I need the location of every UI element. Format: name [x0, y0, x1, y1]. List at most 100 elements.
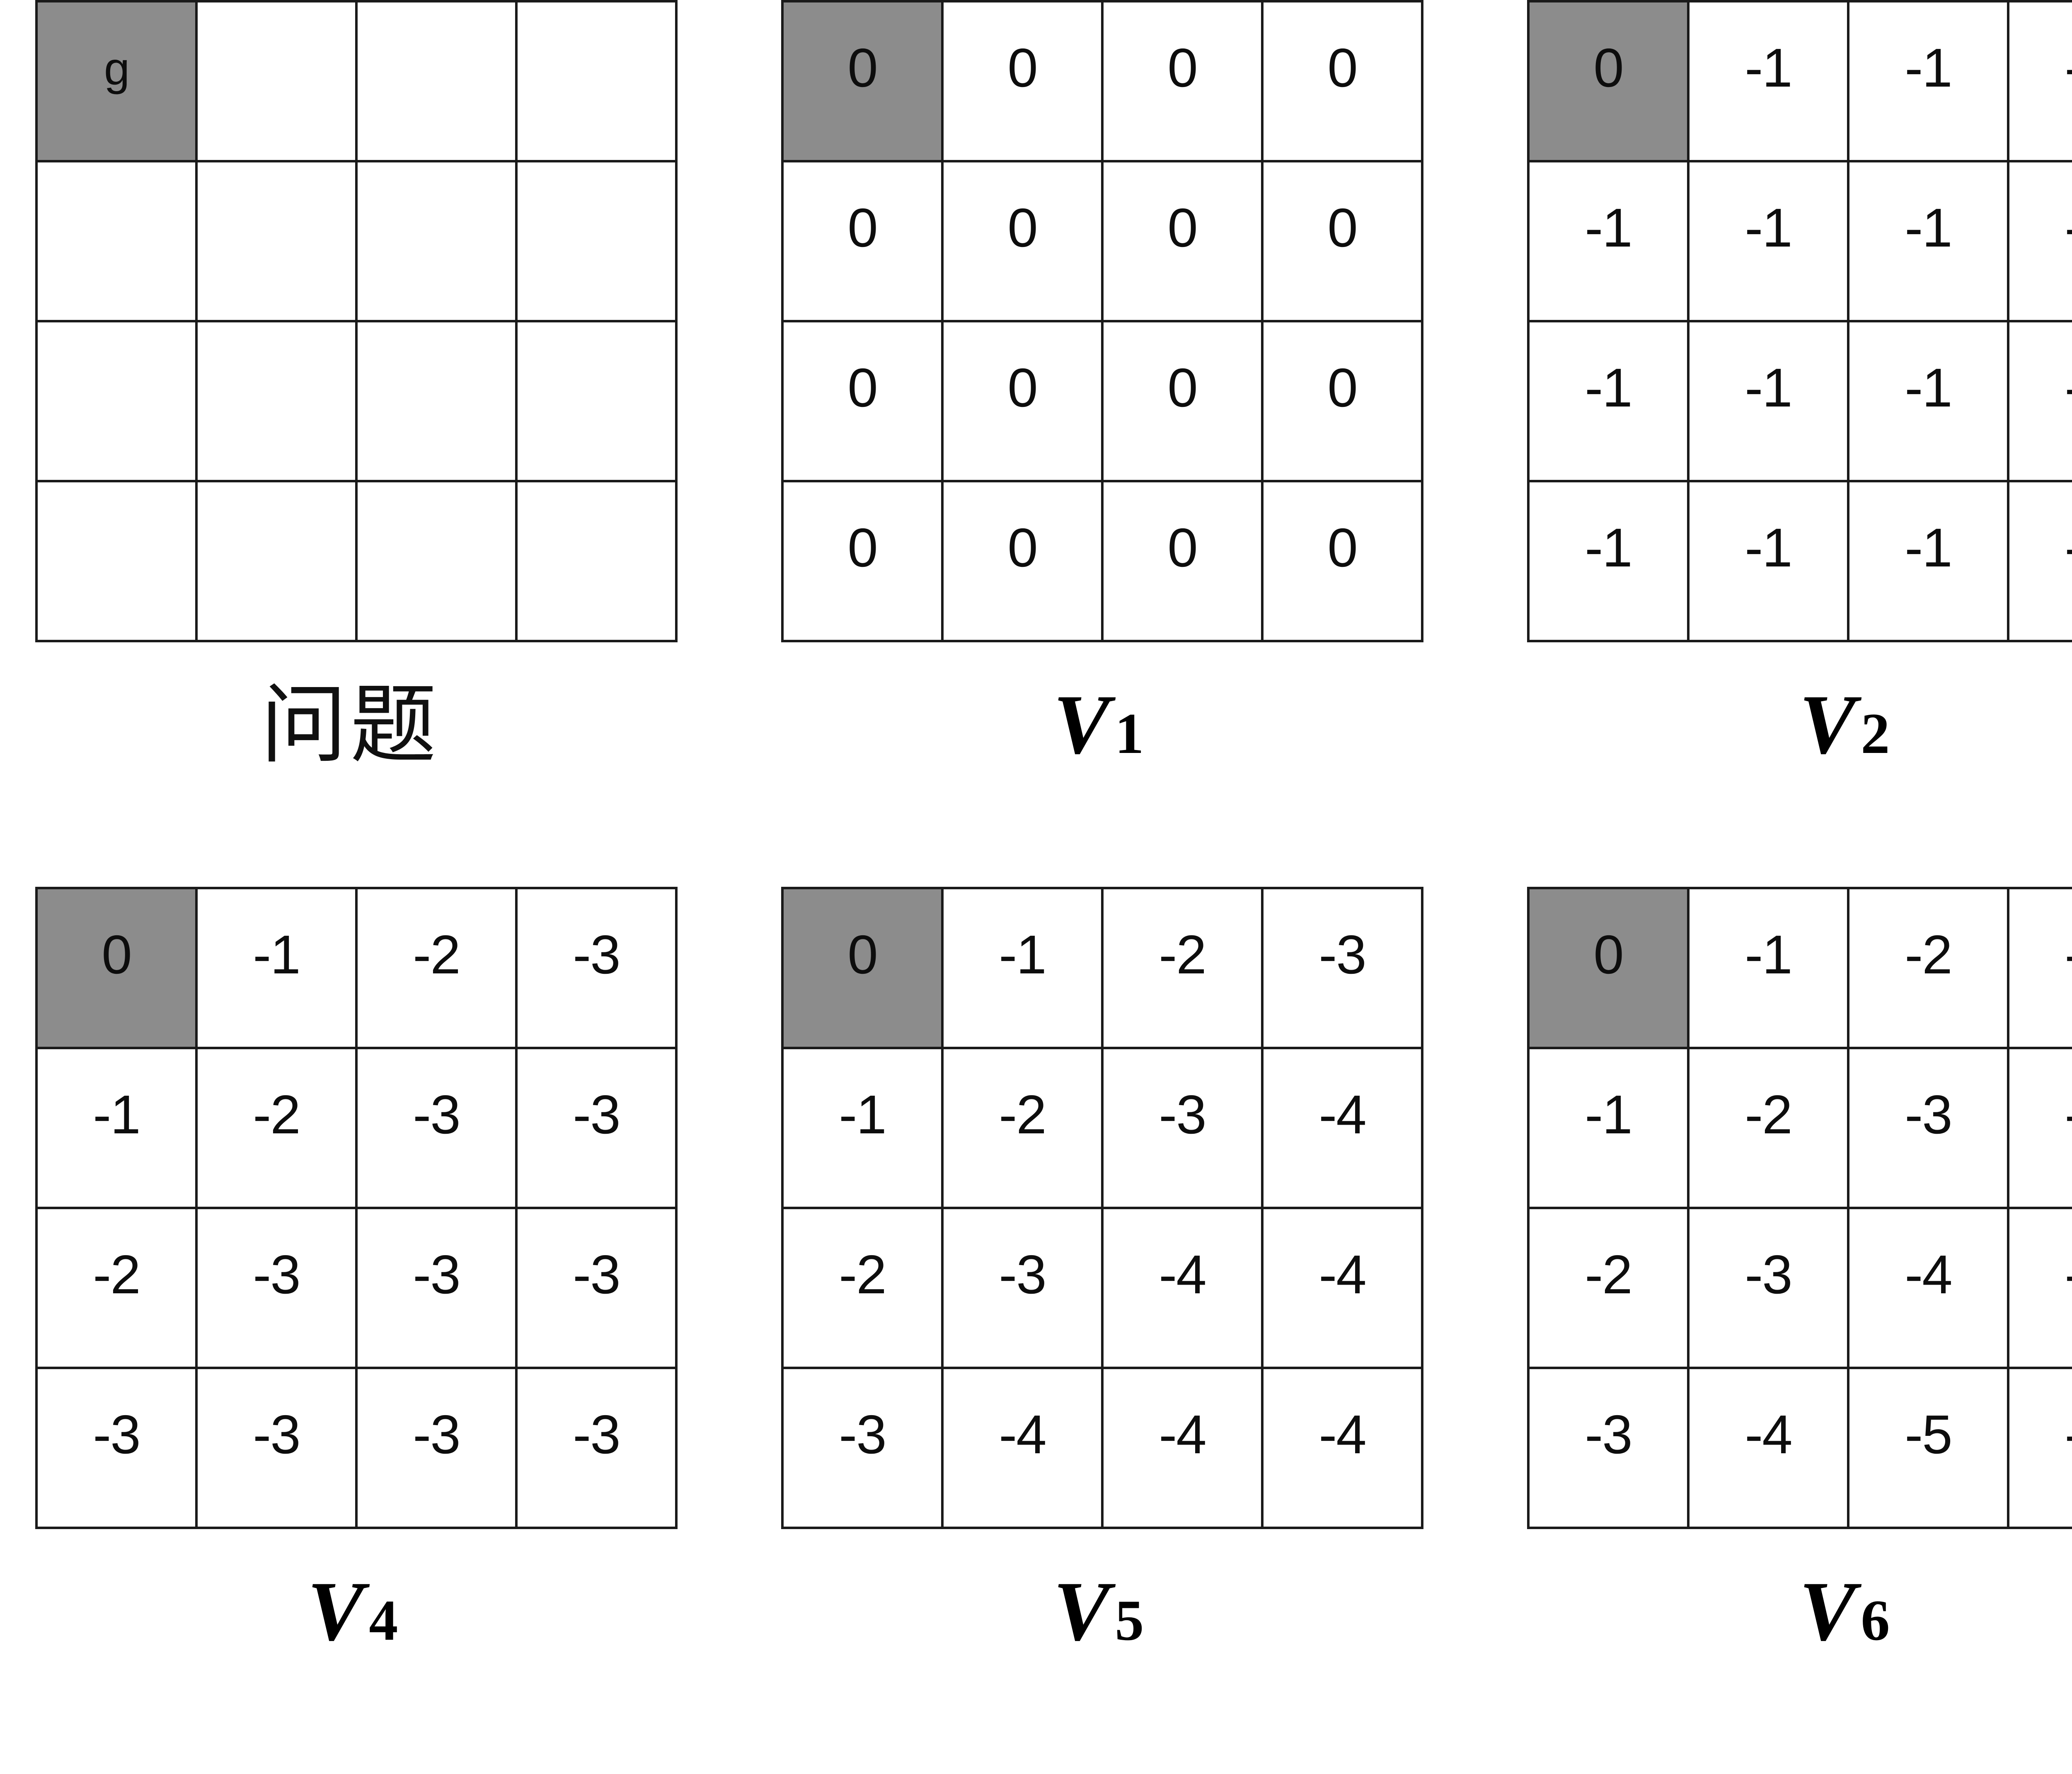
grid-cell[interactable]: -1	[1687, 0, 1849, 162]
grid-cell[interactable]	[35, 320, 198, 482]
grid-cell[interactable]: 0	[1101, 480, 1264, 642]
grid-cell[interactable]: 0	[941, 320, 1104, 482]
cell-value: 0	[847, 517, 878, 578]
grid-cell[interactable]: -4	[1847, 1207, 2009, 1369]
grid-cell[interactable]	[515, 0, 678, 162]
grid-cell[interactable]	[515, 320, 678, 482]
grid-cell[interactable]	[195, 160, 358, 322]
grid-cell[interactable]: -1	[941, 887, 1104, 1049]
grid-cell[interactable]: -5	[2007, 1207, 2072, 1369]
grid-cell[interactable]	[35, 480, 198, 642]
grid-cell[interactable]	[355, 160, 518, 322]
grid-cell[interactable]: -4	[1261, 1207, 1423, 1369]
grid-cell[interactable]: 0	[1101, 320, 1264, 482]
grid-cell[interactable]: -4	[2007, 1047, 2072, 1209]
grid-cell[interactable]: -2	[781, 1207, 944, 1369]
grid-cell[interactable]: -5	[2007, 1367, 2072, 1529]
grid-cell[interactable]	[355, 0, 518, 162]
grid-cell[interactable]: 0	[1261, 160, 1423, 322]
grid-cell[interactable]: -1	[1687, 160, 1849, 322]
grid-cell[interactable]: 0	[1261, 480, 1423, 642]
grid-cell[interactable]: -3	[781, 1367, 944, 1529]
grid-cell[interactable]: -4	[1261, 1047, 1423, 1209]
grid-cell[interactable]: -1	[1847, 320, 2009, 482]
grid-cell[interactable]: -2	[1101, 887, 1264, 1049]
grid-cell[interactable]: -3	[355, 1367, 518, 1529]
grid-cell[interactable]: 0	[941, 160, 1104, 322]
grid-cell[interactable]: -4	[1261, 1367, 1423, 1529]
grid-cell[interactable]	[515, 160, 678, 322]
grid-cell-terminal[interactable]: g	[35, 0, 198, 162]
cell-value: -3	[573, 1084, 620, 1145]
grid-cell[interactable]: -3	[515, 1207, 678, 1369]
grid-cell[interactable]: -4	[941, 1367, 1104, 1529]
grid-cell[interactable]	[355, 480, 518, 642]
grid-cell[interactable]: -4	[1687, 1367, 1849, 1529]
grid-cell-terminal[interactable]: 0	[1527, 887, 1690, 1049]
grid-cell[interactable]: -5	[1847, 1367, 2009, 1529]
grid-cell[interactable]: -1	[35, 1047, 198, 1209]
grid-cell[interactable]: 0	[1261, 0, 1423, 162]
grid-cell[interactable]: -1	[2007, 480, 2072, 642]
grid-cell[interactable]: -3	[1687, 1207, 1849, 1369]
grid-cell[interactable]: -1	[195, 887, 358, 1049]
grid-cell[interactable]: -3	[515, 1367, 678, 1529]
grid-cell[interactable]: -1	[2007, 320, 2072, 482]
grid-cell[interactable]: -3	[355, 1047, 518, 1209]
grid-cell[interactable]: -3	[941, 1207, 1104, 1369]
grid-cell[interactable]: -3	[1101, 1047, 1264, 1209]
grid-cell[interactable]: 0	[1101, 0, 1264, 162]
grid-cell[interactable]: -1	[1527, 320, 1690, 482]
grid-cell[interactable]: -3	[355, 1207, 518, 1369]
grid-cell[interactable]: -2	[35, 1207, 198, 1369]
grid-cell[interactable]: -3	[1847, 1047, 2009, 1209]
grid-cell[interactable]: -1	[1847, 0, 2009, 162]
grid-cell[interactable]: -1	[1527, 1047, 1690, 1209]
grid-cell[interactable]: -4	[1101, 1367, 1264, 1529]
grid-cell-terminal[interactable]: 0	[781, 887, 944, 1049]
grid-cell[interactable]	[355, 320, 518, 482]
grid-cell[interactable]	[195, 0, 358, 162]
cell-value: -1	[2009, 41, 2072, 95]
grid-cell-terminal[interactable]: 0	[35, 887, 198, 1049]
grid-cell[interactable]: -3	[195, 1367, 358, 1529]
grid-cell[interactable]: -1	[1847, 160, 2009, 322]
grid-cell[interactable]: 0	[941, 0, 1104, 162]
grid-cell[interactable]: -2	[1847, 887, 2009, 1049]
grid-cell[interactable]: 0	[781, 160, 944, 322]
grid-cell[interactable]: -2	[941, 1047, 1104, 1209]
grid-cell[interactable]: -1	[1687, 480, 1849, 642]
grid-cell[interactable]: -3	[515, 1047, 678, 1209]
grid-cell[interactable]: -1	[781, 1047, 944, 1209]
grid-cell[interactable]: -1	[1527, 160, 1690, 322]
grid-cell[interactable]: 0	[1101, 160, 1264, 322]
grid-cell[interactable]: -2	[1527, 1207, 1690, 1369]
grid-cell[interactable]: -3	[1261, 887, 1423, 1049]
grid-cell-terminal[interactable]: 0	[781, 0, 944, 162]
grid-cell[interactable]: 0	[781, 480, 944, 642]
grid-cell[interactable]: -3	[1527, 1367, 1690, 1529]
grid-cell[interactable]: -1	[2007, 160, 2072, 322]
grid-cell[interactable]: -3	[35, 1367, 198, 1529]
grid-cell[interactable]: -1	[1687, 320, 1849, 482]
grid-cell[interactable]: 0	[1261, 320, 1423, 482]
grid-cell[interactable]: -2	[195, 1047, 358, 1209]
grid-cell[interactable]: -1	[1527, 480, 1690, 642]
grid-cell[interactable]: -1	[1687, 887, 1849, 1049]
grid-cell[interactable]	[195, 480, 358, 642]
grid-cell[interactable]	[35, 160, 198, 322]
grid-cell[interactable]	[195, 320, 358, 482]
grid-cell[interactable]: -3	[2007, 887, 2072, 1049]
grid-cell[interactable]: 0	[941, 480, 1104, 642]
grid-cell[interactable]: 0	[781, 320, 944, 482]
grid-cell[interactable]: -3	[195, 1207, 358, 1369]
grid-cell[interactable]: -1	[1847, 480, 2009, 642]
grid-cell[interactable]: -4	[1101, 1207, 1264, 1369]
grid-cell-terminal[interactable]: 0	[1527, 0, 1690, 162]
grid-cell[interactable]	[515, 480, 678, 642]
cell-value: -3	[1585, 1404, 1632, 1465]
grid-cell[interactable]: -2	[1687, 1047, 1849, 1209]
grid-cell[interactable]: -3	[515, 887, 678, 1049]
grid-cell[interactable]: -2	[355, 887, 518, 1049]
grid-cell[interactable]: -1	[2007, 0, 2072, 162]
